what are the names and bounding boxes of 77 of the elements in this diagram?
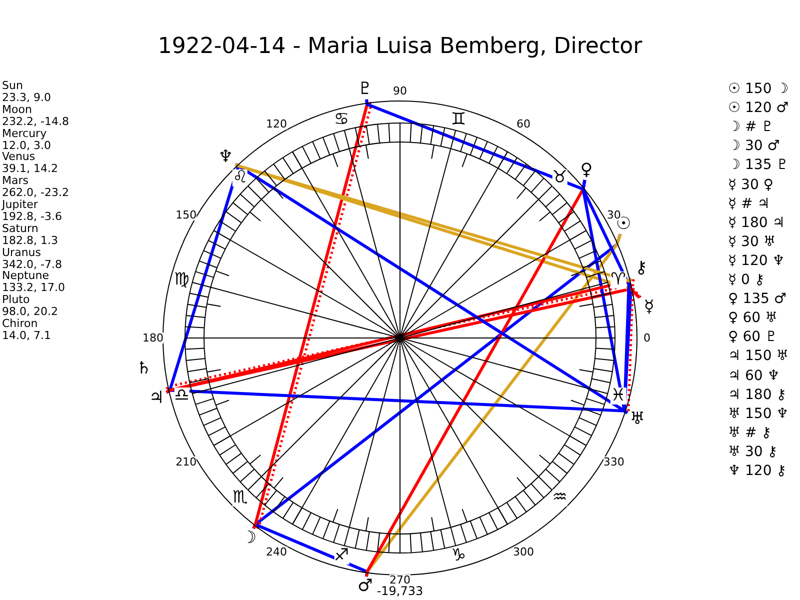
aspect-entry: ☿ 30 ♅ (728, 234, 776, 249)
coordinates: 192.8, -3.6 (2, 210, 62, 222)
aspect-line (627, 278, 636, 412)
planet-name: Sun (2, 80, 23, 91)
aspect-entry: ♅ 30 ⚷ (728, 444, 778, 459)
planet-name: Venus (2, 151, 36, 162)
aspect-entry: ☿ # ♃ (728, 196, 770, 211)
aspect-entry: ☿ 180 ♃ (728, 216, 785, 230)
coordinates: 23.3, 9.0 (2, 92, 51, 103)
aspect-entry: ♅ 150 ♆ (728, 406, 789, 421)
planet-symbol: ♆ (216, 147, 236, 168)
zodiac-sign: ♌ (232, 170, 248, 187)
zodiac-sign: ♐ (334, 548, 350, 565)
aspect-entry: ♃ 60 ♆ (728, 368, 780, 382)
degree-label: 90 (393, 86, 407, 96)
zodiac-sign: ♏ (232, 489, 248, 506)
planet-symbol: ♀ (576, 160, 597, 180)
planet-symbol: ♂ (355, 576, 376, 597)
aspect-entry: ☽ # ♇ (728, 120, 774, 134)
degree-label: 0 (644, 332, 650, 344)
degree-label: 300 (513, 546, 534, 558)
aspect-line (364, 99, 586, 192)
aspect-entry: ☽ 135 ♇ (728, 158, 789, 172)
degree-label: 150 (176, 209, 197, 220)
degree-label: 240 (266, 546, 287, 558)
degree-label: 330 (603, 456, 624, 467)
planet-symbol: ♇ (355, 79, 376, 100)
planet-name: Neptune (2, 270, 50, 282)
planet-symbol: ♅ (627, 410, 648, 430)
coordinates: 14.0, 7.1 (2, 330, 51, 341)
coordinates: 182.8, 1.3 (2, 234, 58, 246)
aspect-entry: ♆ 120 ⚷ (728, 464, 786, 478)
aspect-entry: ♅ # ⚷ (728, 426, 772, 440)
planet-name: Mars (2, 175, 28, 186)
chart-value: -19,733 (376, 585, 424, 597)
degree-label: 210 (176, 456, 197, 467)
planet-name: Jupiter (2, 199, 38, 210)
zodiac-sign: ♍ (174, 271, 190, 288)
planet-name: Moon (2, 104, 32, 115)
aspect-entry: ☉ 150 ☽ (728, 82, 789, 96)
aspect-entry: ☿ 0 ⚷ (728, 273, 765, 287)
planet-name: Chiron (2, 318, 38, 329)
aspect-entry: ☿ 120 ♆ (728, 254, 785, 268)
coordinates: 232.2, -14.8 (2, 116, 69, 127)
coordinates: 133.2, 17.0 (2, 282, 65, 294)
degree-label: 180 (142, 332, 164, 344)
aspect-entry: ☉ 120 ♂ (728, 101, 789, 116)
planet-name: Saturn (2, 222, 38, 234)
aspect-entry: ☿ 30 ♀ (728, 178, 774, 192)
zodiac-sign: ♈ (610, 271, 626, 288)
chart-title: 1922-04-14 - Maria Luisa Bemberg, Director (158, 36, 642, 58)
planet-name: Pluto (2, 294, 30, 306)
coordinates: 262.0, -23.2 (2, 187, 69, 198)
aspect-entry: ♀ 60 ♅ (728, 311, 778, 326)
degree-label: 60 (516, 118, 530, 130)
aspect-entry: ♀ 135 ♂ (728, 292, 786, 306)
aspect-entry: ♃ 150 ♅ (728, 349, 789, 364)
planet-symbol: ⚷ (631, 258, 652, 279)
aspect-entry: ♀ 60 ♇ (728, 330, 778, 344)
coordinates: 12.0, 3.0 (2, 140, 51, 150)
degree-label: 270 (390, 574, 410, 586)
aspect-entry: ☽ 30 ♂ (728, 139, 780, 154)
zodiac-sign: ♓ (610, 388, 626, 405)
coordinates: 98.0, 20.2 (2, 306, 58, 318)
planet-name: Mercury (2, 128, 47, 139)
planet-symbol: ♃ (146, 388, 166, 409)
aspect-entry: ♃ 180 ⚷ (728, 388, 786, 402)
planet-symbol: ♄ (136, 360, 152, 378)
planet-symbol: ☽ (238, 528, 259, 548)
planet-symbol: ☿ (639, 297, 660, 318)
coordinates: 342.0, -7.8 (2, 258, 62, 270)
degree-label: 30 (606, 209, 621, 220)
zodiac-sign: ♉ (552, 170, 568, 187)
planet-name: Uranus (2, 246, 41, 258)
coordinates: 39.1, 14.2 (2, 163, 58, 174)
degree-label: 120 (266, 118, 287, 130)
zodiac-sign: ♒ (552, 489, 568, 506)
